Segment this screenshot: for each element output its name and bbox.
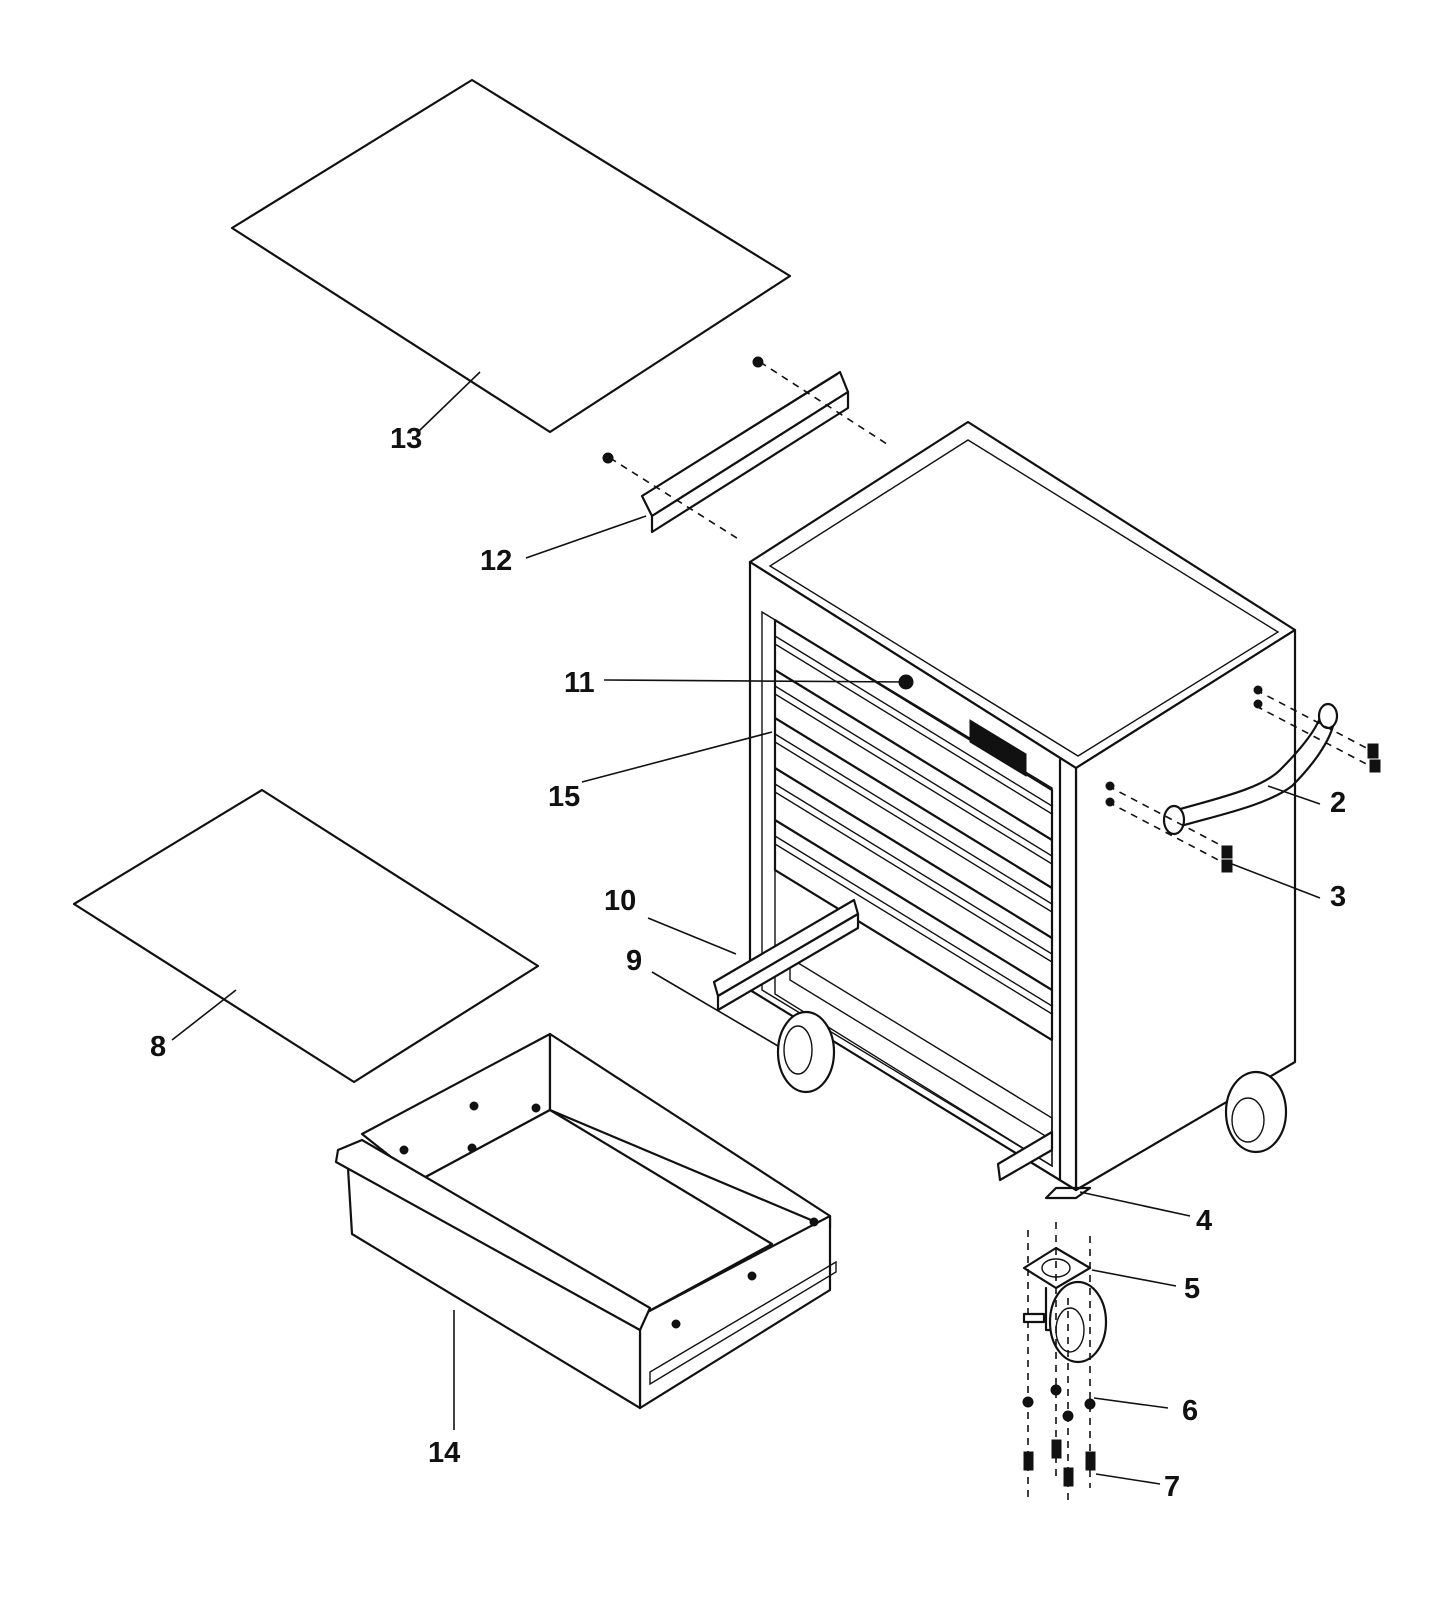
callout-7: 7 bbox=[1164, 1471, 1180, 1503]
drawer-liner bbox=[72, 788, 540, 1084]
drawer-slide bbox=[712, 898, 1054, 1182]
callout-6: 6 bbox=[1182, 1395, 1198, 1427]
callout-15: 15 bbox=[548, 781, 580, 813]
top-mat bbox=[230, 78, 792, 434]
callout-5: 5 bbox=[1184, 1273, 1200, 1305]
callout-11: 11 bbox=[564, 667, 595, 699]
callout-labels: 13 12 11 15 2 3 10 9 8 4 5 6 14 7 bbox=[150, 423, 1346, 1503]
side-handle bbox=[1105, 685, 1381, 873]
callout-2: 2 bbox=[1330, 787, 1346, 819]
top-rail-bracket bbox=[602, 356, 891, 541]
callout-12: 12 bbox=[480, 545, 512, 577]
leader-lines bbox=[171, 371, 1321, 1485]
callout-14: 14 bbox=[428, 1437, 460, 1469]
drawer bbox=[334, 1032, 837, 1410]
callout-8: 8 bbox=[150, 1031, 166, 1063]
callout-10: 10 bbox=[604, 885, 636, 917]
callout-3: 3 bbox=[1330, 881, 1346, 913]
tool-cabinet bbox=[748, 420, 1297, 1200]
callout-4: 4 bbox=[1196, 1205, 1212, 1237]
callout-13: 13 bbox=[390, 423, 422, 455]
callout-9: 9 bbox=[626, 945, 642, 977]
caster-assembly bbox=[1022, 1222, 1108, 1500]
cabinet-casters bbox=[776, 1010, 1288, 1154]
